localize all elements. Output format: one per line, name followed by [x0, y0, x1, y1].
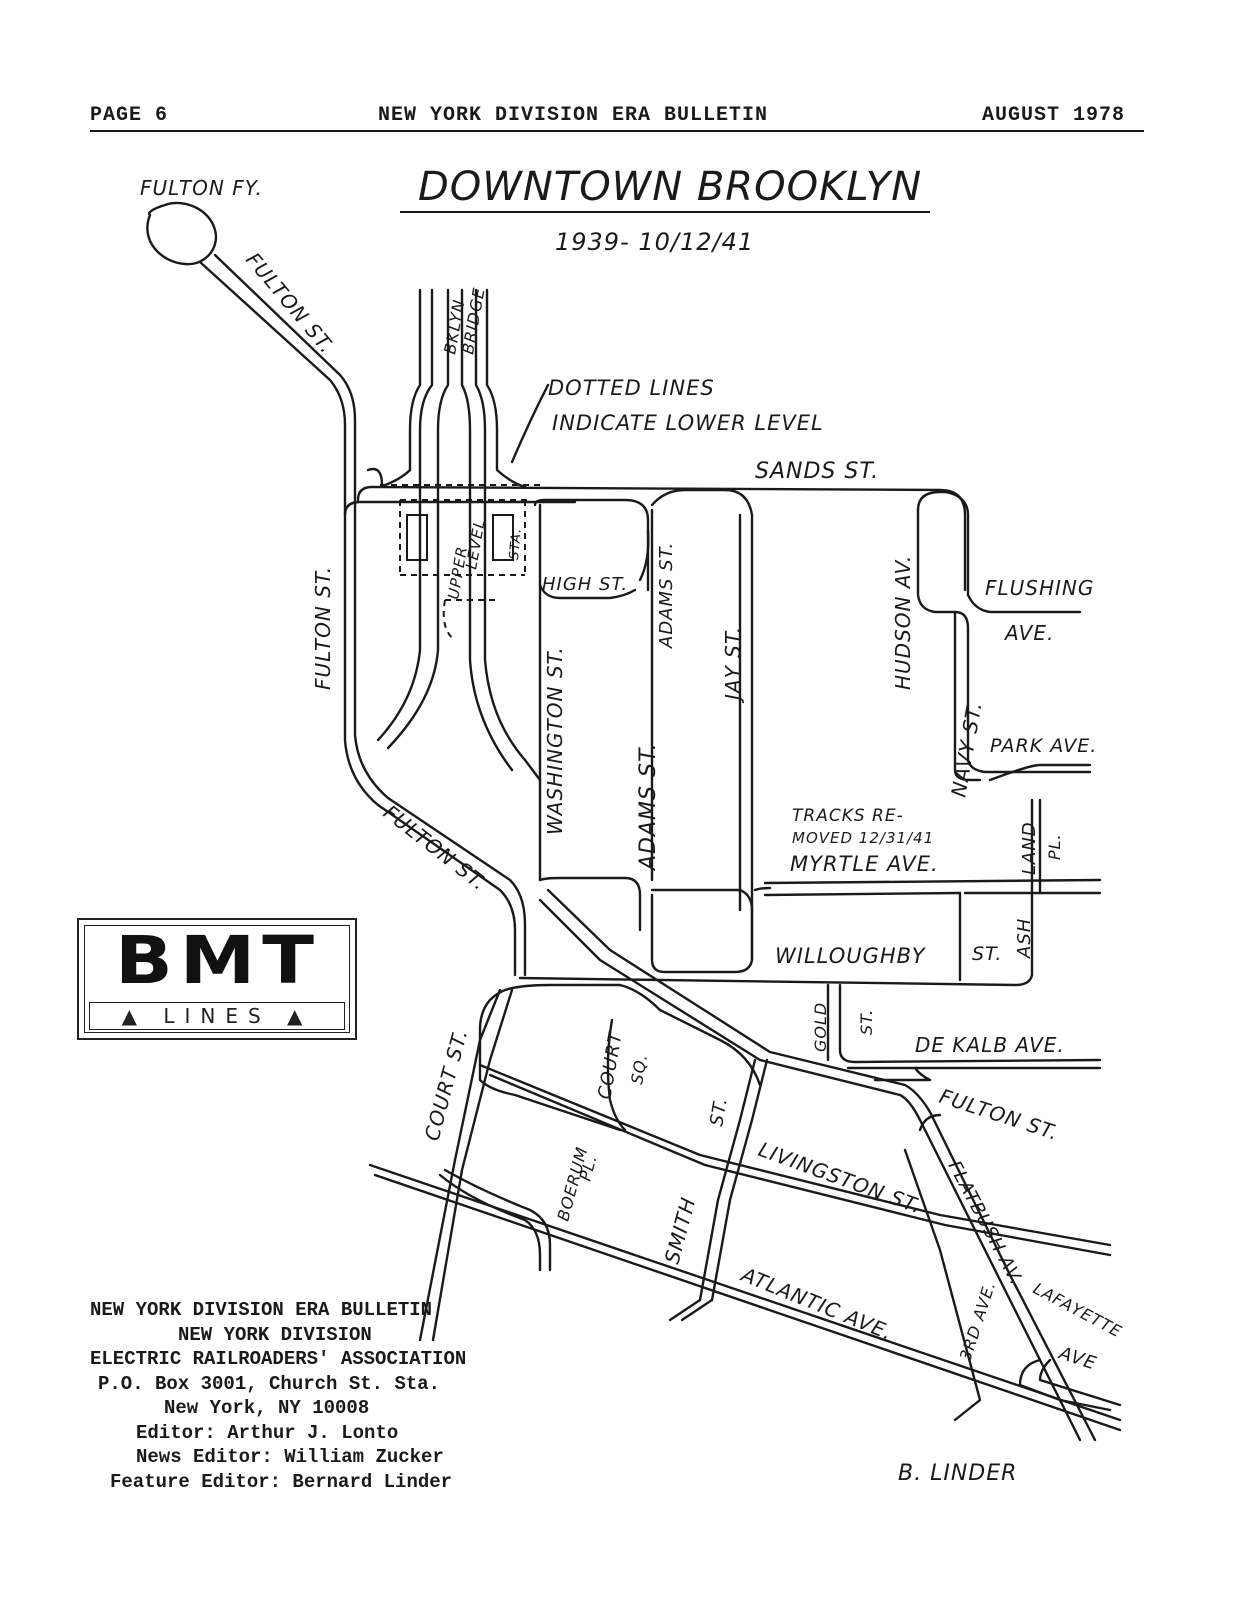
label-fulton-st-2: FULTON ST.: [311, 566, 335, 690]
sands-st-network: [343, 467, 1092, 962]
label-fulton-st-1: FULTON ST.: [241, 248, 339, 359]
masthead-line-1: NEW YORK DIVISION ERA BULLETIN: [90, 1299, 433, 1321]
label-fulton-st-3: FULTON ST.: [379, 800, 492, 895]
label-sta: STA.: [507, 527, 525, 560]
label-navy-st: NAVY ST.: [946, 699, 986, 799]
header-divider: [90, 130, 1144, 132]
masthead-line-2: NEW YORK DIVISION: [178, 1323, 372, 1346]
label-lafayette: LAFAYETTE: [1030, 1279, 1125, 1342]
label-atlantic-ave: ATLANTIC AVE.: [736, 1262, 896, 1345]
court-sq-loop: [418, 888, 1097, 1442]
issue-date: AUGUST 1978: [982, 104, 1126, 127]
label-third-ave: 3RD AVE.: [956, 1278, 1000, 1363]
lower-level-dotted: [380, 484, 545, 641]
label-ashland-pl: PL.: [1045, 833, 1064, 860]
label-court: COURT: [594, 1029, 627, 1101]
masthead-line-8: Feature Editor: Bernard Linder: [110, 1470, 453, 1493]
note-tracks-2: MOVED 12/31/41: [792, 829, 934, 847]
label-hudson-av: HUDSON AV.: [891, 555, 915, 690]
livingston-atlantic-tracks: [368, 1063, 1122, 1432]
label-high-st: HIGH ST.: [542, 574, 628, 595]
bmt-lines-logo: BMT ▲ LINES ▲: [77, 918, 357, 1040]
signature: B. LINDER: [898, 1461, 1017, 1486]
masthead-line-6: Editor: Arthur J. Lonto: [136, 1421, 399, 1444]
label-park-ave: PARK AVE.: [990, 735, 1097, 757]
masthead: NEW YORK DIVISION ERA BULLETIN NEW YORK …: [90, 1298, 590, 1494]
fulton-st-line: [146, 201, 527, 977]
label-jay-st: JAY ST.: [721, 626, 745, 704]
masthead-line-5: New York, NY 10008: [164, 1397, 370, 1419]
masthead-line-4: P.O. Box 3001, Church St. Sta.: [98, 1372, 441, 1395]
label-dekalb-ave: DE KALB AVE.: [915, 1033, 1065, 1057]
map-labels: DOWNTOWN BROOKLYN 1939- 10/12/41 FULTON …: [140, 164, 1125, 1486]
label-court-st: COURT ST.: [420, 1026, 473, 1143]
label-court-sq: SQ.: [627, 1052, 651, 1086]
myrtle-willoughby-tracks: [518, 798, 1102, 1082]
label-adams-st-upper: ADAMS ST.: [656, 542, 677, 649]
label-flushing-ave: AVE.: [1003, 621, 1054, 645]
note-arrow: [510, 383, 550, 464]
label-fulton-ferry: FULTON FY.: [140, 176, 263, 200]
bmt-logo-word: BMT: [115, 922, 321, 999]
masthead-line-3: ELECTRIC RAILROADERS' ASSOCIATION: [90, 1348, 467, 1370]
bridge-tracks: [376, 288, 542, 782]
label-livingston-st: LIVINGSTON ST.: [755, 1137, 925, 1218]
label-ashland-ash: ASH: [1014, 918, 1035, 959]
label-sands-st: SANDS ST.: [755, 459, 879, 484]
label-fulton-st-4: FULTON ST.: [936, 1084, 1061, 1145]
note-dotted-1: DOTTED LINES: [548, 376, 715, 400]
map-dates: 1939- 10/12/41: [555, 228, 754, 256]
label-willoughby-st: ST.: [972, 943, 1002, 965]
note-tracks-1: TRACKS RE-: [792, 806, 904, 826]
label-washington-st: WASHINGTON ST.: [543, 646, 567, 835]
note-dotted-2: INDICATE LOWER LEVEL: [552, 411, 824, 435]
masthead-line-7: News Editor: William Zucker: [136, 1446, 444, 1468]
label-smith: SMITH: [660, 1194, 701, 1266]
publication-title: NEW YORK DIVISION ERA BULLETIN: [378, 104, 769, 127]
label-myrtle-ave: MYRTLE AVE.: [790, 852, 939, 876]
label-adams-st-lower: ADAMS ST.: [636, 742, 661, 872]
label-gold: GOLD: [811, 1002, 830, 1052]
map-title: DOWNTOWN BROOKLYN: [418, 164, 922, 210]
label-flushing: FLUSHING: [985, 576, 1094, 600]
label-lafayette-ave: AVE: [1056, 1342, 1100, 1374]
label-ashland-land: LAND: [1019, 821, 1040, 875]
label-flatbush-av: FLATBUSH AV.: [944, 1157, 1027, 1289]
label-smith-st: ST.: [706, 1096, 732, 1128]
label-gold-st: ST.: [857, 1009, 876, 1035]
bmt-logo-lines: ▲ LINES ▲: [89, 1002, 345, 1030]
label-willoughby: WILLOUGHBY: [775, 944, 927, 968]
page-number: PAGE 6: [90, 104, 169, 127]
